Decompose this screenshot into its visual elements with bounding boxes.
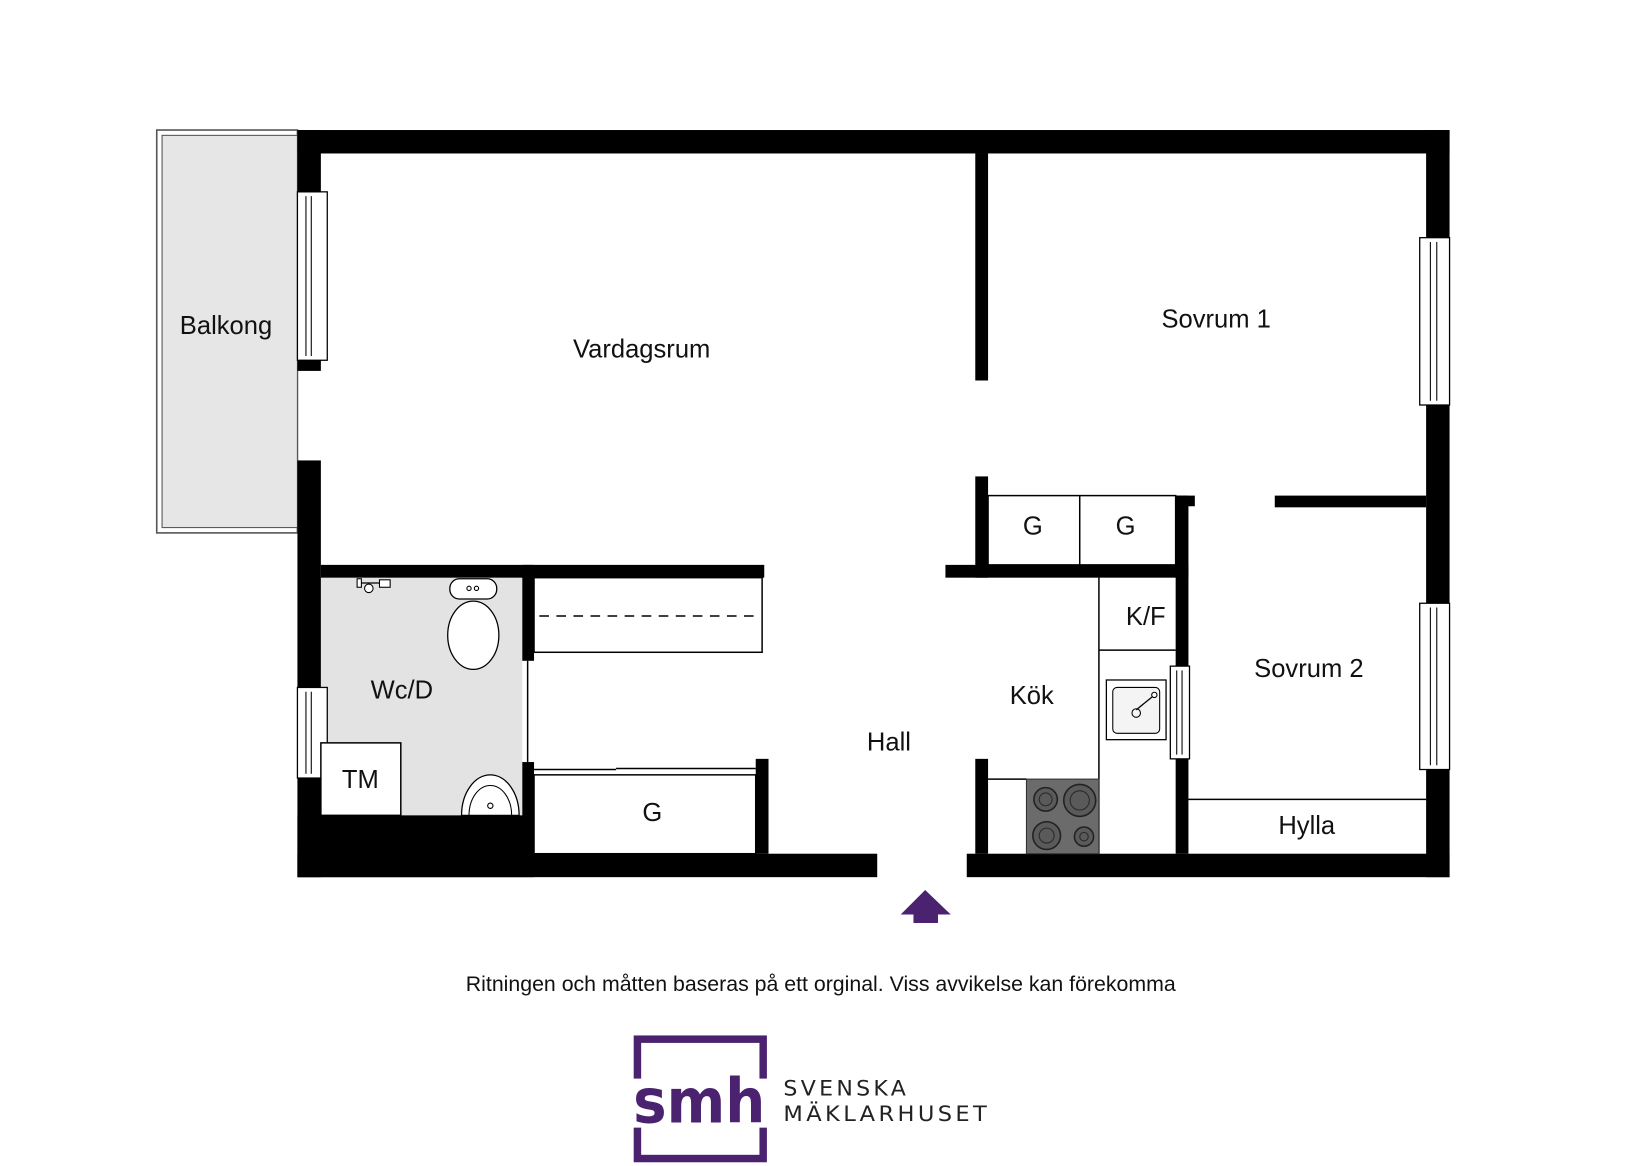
label-hylla: Hylla	[1278, 812, 1336, 840]
wall-bottom-right	[966, 853, 1450, 878]
closet-block	[987, 494, 1177, 566]
wall-hall-closet-right	[755, 758, 769, 854]
wall-wc-right-lower	[522, 762, 535, 854]
window-sovrum-2	[1419, 602, 1451, 771]
balcony-floor	[161, 134, 298, 529]
logo-line-1: SVENSKA	[783, 1077, 909, 1102]
wall-wc-right-upper	[522, 564, 535, 661]
label-closet-left: G	[1023, 512, 1043, 540]
hall-wardrobe	[533, 576, 763, 654]
wall-left-stub	[297, 360, 321, 371]
hall-closet	[533, 767, 757, 855]
label-closet-right: G	[1116, 512, 1136, 540]
sink-icon	[1105, 679, 1167, 741]
label-balkong: Balkong	[180, 312, 272, 340]
kitchen-closets	[987, 494, 1177, 566]
wall-kitchen-sovrum-2-lower	[1175, 758, 1189, 854]
label-kok: Kök	[1010, 682, 1054, 710]
washbasin-icon	[460, 774, 520, 816]
wall-vardagsrum-sovrum-1	[975, 153, 989, 381]
entrance-arrow-icon	[900, 889, 951, 923]
wall-kitchen-sovrum-2-upper	[1175, 495, 1189, 667]
outer-walls	[297, 130, 1450, 878]
tm-box	[320, 742, 402, 817]
window-balcony	[296, 191, 328, 361]
balcony	[155, 129, 299, 534]
label-hall: Hall	[867, 729, 911, 757]
windows	[296, 191, 1451, 779]
label-sovrum-1: Sovrum 1	[1161, 306, 1270, 334]
wall-left-top	[297, 130, 321, 192]
window-kitchen-internal	[1169, 665, 1191, 760]
wall-right-middle	[1426, 405, 1450, 604]
wall-wc-top	[320, 564, 765, 578]
wall-tab	[1175, 495, 1195, 507]
wall-hall-closet	[975, 476, 989, 578]
wall-kitchen-top	[945, 564, 1189, 578]
interior-walls	[320, 153, 1427, 854]
brand-logo: smh SVENSKA MÄKLARHUSET	[628, 1035, 990, 1163]
label-kf: K/F	[1126, 603, 1166, 631]
wall-right-upper	[1426, 130, 1450, 238]
logo-mark-backing	[628, 1078, 772, 1128]
wall-top	[297, 130, 1450, 154]
toilet-icon	[447, 578, 500, 670]
logo-mark: smh	[633, 1065, 765, 1137]
disclaimer-text: Ritningen och måtten baseras på ett orgi…	[466, 972, 1176, 996]
wall-sovrum-1-sovrum-2	[1274, 495, 1427, 508]
hall-closet-box	[533, 774, 757, 855]
window-sovrum-1	[1419, 237, 1451, 406]
stove-icon	[1025, 778, 1100, 855]
wall-right-lower	[1426, 769, 1450, 878]
label-wc: Wc/D	[371, 676, 433, 704]
wall-left-middle	[297, 460, 321, 688]
label-vardagsrum: Vardagsrum	[573, 335, 710, 363]
wall-bottom-left-block	[297, 815, 535, 878]
label-sovrum-2: Sovrum 2	[1254, 655, 1363, 683]
shower-icon	[356, 578, 391, 594]
logo-line-2: MÄKLARHUSET	[783, 1101, 990, 1127]
wall-kitchen-left-lower	[975, 758, 989, 854]
label-closet-hall: G	[642, 799, 662, 827]
label-tm: TM	[342, 766, 379, 794]
wardrobe-top	[533, 576, 763, 654]
room-labels: Balkong Vardagsrum Sovrum 1 G G K/F Sovr…	[180, 306, 1364, 840]
